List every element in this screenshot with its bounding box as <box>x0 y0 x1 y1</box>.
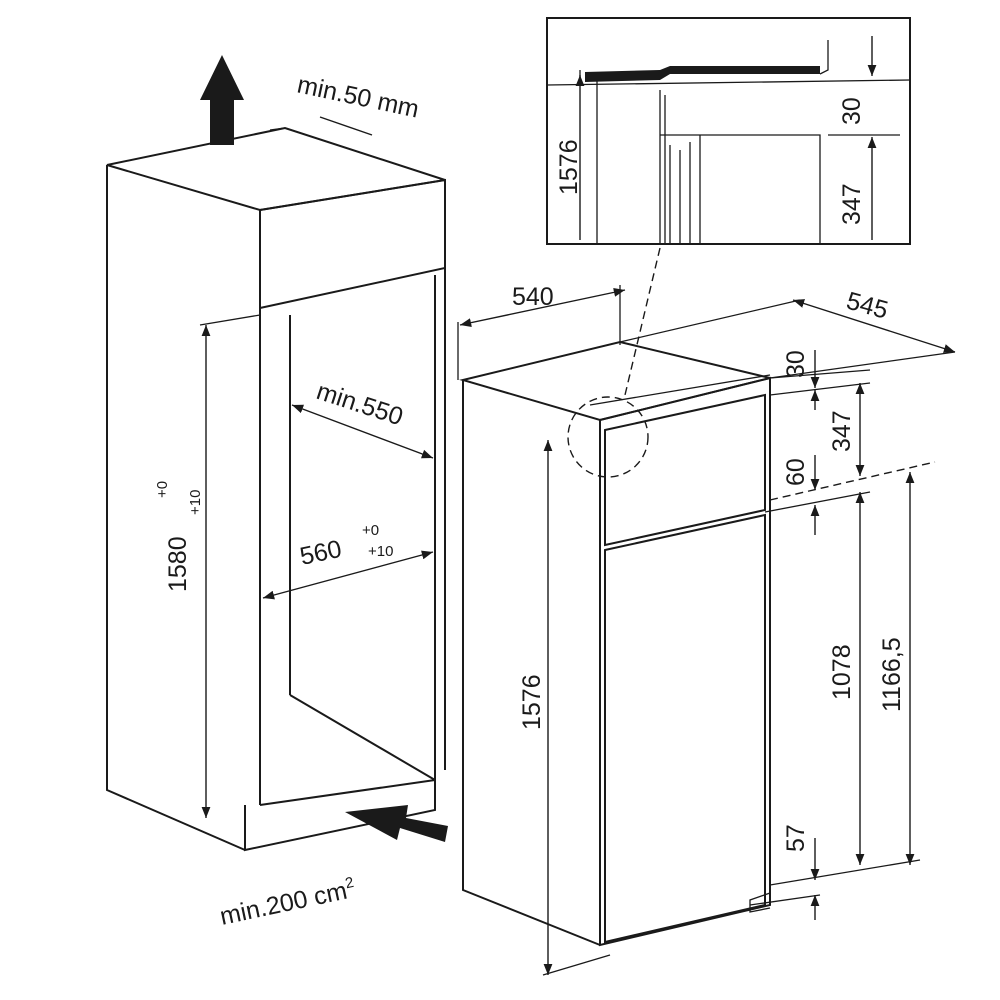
niche-width-tol-lower: +10 <box>368 543 393 560</box>
detail-inset <box>546 17 911 245</box>
niche-width-label: 560 <box>297 535 344 571</box>
upper-door-label: 347 <box>828 410 856 452</box>
bottom-gap-label: 57 <box>782 824 810 852</box>
dim-top-clearance-line <box>319 116 373 136</box>
dim-width-line <box>459 287 626 328</box>
top-clearance-label: min.50 mm <box>295 70 422 123</box>
hinge-height-label: 1166,5 <box>878 637 906 712</box>
airflow-arrow-up-icon <box>200 55 244 145</box>
dim-niche-width-line <box>262 550 434 600</box>
niche-height-tol-lower: +10 <box>187 490 204 515</box>
detail-callout-circle <box>567 396 649 478</box>
inset-top-gap-label: 30 <box>838 97 866 125</box>
fridge-appliance <box>459 340 771 947</box>
door-gap-label: 60 <box>782 458 810 486</box>
dim-niche-depth-line <box>291 404 434 459</box>
top-gap-label: 30 <box>782 350 810 378</box>
width-label: 540 <box>512 283 554 311</box>
niche-width-tol-upper: +0 <box>362 522 379 539</box>
inset-height-label: 1576 <box>555 139 583 195</box>
niche-depth-label: min.550 <box>313 377 406 431</box>
niche-height-label: 1580 <box>164 536 192 592</box>
vent-area-label: min.200 cm2 <box>217 874 358 931</box>
height-label: 1576 <box>518 674 546 730</box>
airflow-arrow-in-icon <box>345 805 448 842</box>
inset-upper-door-label: 347 <box>838 183 866 225</box>
lower-door-label: 1078 <box>828 644 856 700</box>
niche-height-tol-upper: +0 <box>154 481 171 498</box>
cabinet-niche <box>106 126 446 852</box>
dim-depth-line <box>792 299 956 353</box>
